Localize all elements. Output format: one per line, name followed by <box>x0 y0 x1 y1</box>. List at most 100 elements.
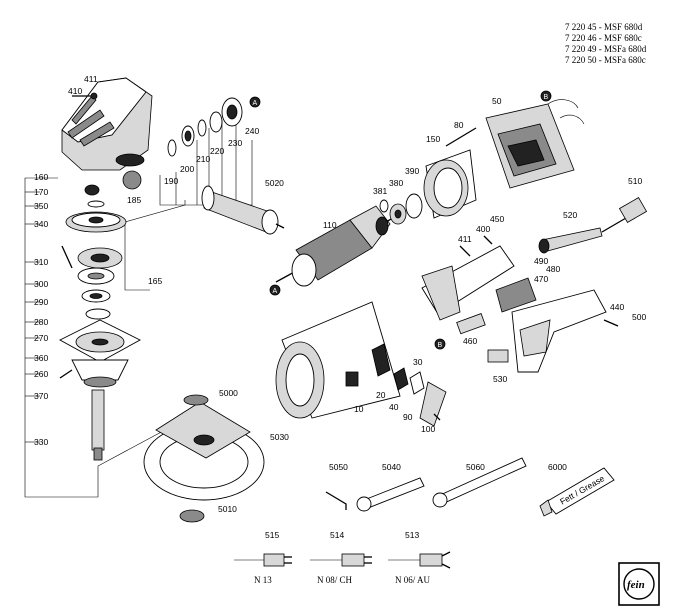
flange-5000 <box>183 394 209 406</box>
plug-n06-au <box>388 551 451 569</box>
marker-b-text-2: B <box>438 342 443 349</box>
label-160: 160 <box>34 172 48 182</box>
suppressor-530 <box>487 349 509 363</box>
handle-carrier-450 <box>421 235 537 321</box>
label-210: 210 <box>196 154 210 164</box>
marker-b-bottom: B <box>434 338 446 350</box>
marker-a-bottom: A <box>269 284 281 296</box>
label-440: 440 <box>610 302 624 312</box>
label-50: 50 <box>492 96 502 106</box>
spanner-5060 <box>432 457 527 508</box>
label-360: 360 <box>34 353 48 363</box>
fein-logo: fein <box>618 562 660 606</box>
bearing-set-380-390 <box>379 193 423 225</box>
label-40: 40 <box>389 402 399 412</box>
label-513: 513 <box>405 530 419 540</box>
model-line-4: 7 220 50 - MSFa 680c <box>565 55 646 65</box>
label-80: 80 <box>454 120 464 130</box>
label-530: 530 <box>493 374 507 384</box>
label-340: 340 <box>34 219 48 229</box>
marker-a-text-2: A <box>273 288 278 295</box>
label-380: 380 <box>389 178 403 188</box>
label-470: 470 <box>534 274 548 284</box>
label-5030: 5030 <box>270 432 289 442</box>
spanner-5040 <box>356 477 425 512</box>
wheel-guard-5030 <box>143 401 265 501</box>
capacitor-460 <box>456 313 486 335</box>
grease-tube-6000: Fett / Grease <box>539 467 615 517</box>
label-350: 350 <box>34 201 48 211</box>
air-guide-150 <box>423 149 477 219</box>
label-5000: 5000 <box>219 388 238 398</box>
label-230: 230 <box>228 138 242 148</box>
gearbox-bracket <box>24 116 253 498</box>
label-390: 390 <box>405 166 419 176</box>
plug-n13 <box>234 553 292 567</box>
label-5060: 5060 <box>466 462 485 472</box>
grease-label: Fett / Grease <box>558 473 606 507</box>
label-514: 514 <box>330 530 344 540</box>
label-220: 220 <box>210 146 224 156</box>
spindle-bearing-stack <box>61 245 123 320</box>
screw-410 <box>72 92 98 100</box>
label-290: 290 <box>34 297 48 307</box>
rod-80 <box>445 127 477 147</box>
label-330: 330 <box>34 437 48 447</box>
label-190: 190 <box>164 176 178 186</box>
label-400: 400 <box>476 224 490 234</box>
label-240: 240 <box>245 126 259 136</box>
handle-shell-440 <box>511 289 619 373</box>
gear-head-housing <box>61 77 153 171</box>
caption-n13: N 13 <box>254 575 272 585</box>
label-20: 20 <box>376 390 386 400</box>
label-280: 280 <box>34 317 48 327</box>
label-10: 10 <box>354 404 364 414</box>
label-5050: 5050 <box>329 462 348 472</box>
pinion-bearing-170 <box>84 170 142 208</box>
label-165: 165 <box>148 276 162 286</box>
label-6000: 6000 <box>548 462 567 472</box>
label-450: 450 <box>490 214 504 224</box>
label-5010: 5010 <box>218 504 237 514</box>
model-line-1: 7 220 45 - MSF 680d <box>565 22 643 32</box>
switch-parts <box>393 367 447 427</box>
marker-a-top: A <box>249 96 261 108</box>
label-100: 100 <box>421 424 435 434</box>
label-460: 460 <box>463 336 477 346</box>
label-411: 411 <box>84 74 98 84</box>
plug-n08-ch <box>310 553 372 567</box>
bevel-gear-340 <box>65 211 127 233</box>
label-500: 500 <box>632 312 646 322</box>
armature-110 <box>275 205 405 287</box>
label-411b: 411 <box>458 234 472 244</box>
washer-set-190-240 <box>167 97 243 157</box>
label-185: 185 <box>127 195 141 205</box>
spindle-330 <box>91 389 105 461</box>
nut-5010 <box>179 509 205 523</box>
marker-a-text: A <box>253 100 258 107</box>
side-handle-5020 <box>201 185 285 235</box>
caption-n06: N 06/ AU <box>395 575 431 585</box>
model-list: 7 220 45 - MSF 680d 7 220 46 - MSF 680c … <box>565 22 647 65</box>
plug-captions: N 13 N 08/ CH N 06/ AU <box>254 575 431 585</box>
marker-b-text: B <box>544 94 549 101</box>
label-110: 110 <box>323 220 337 230</box>
model-line-2: 7 220 46 - MSF 680c <box>565 33 642 43</box>
label-170: 170 <box>34 187 48 197</box>
part-labels: 411 410 160 170 350 340 310 300 290 280 … <box>34 74 646 540</box>
label-480: 480 <box>546 264 560 274</box>
label-30: 30 <box>413 357 423 367</box>
marker-b-top: B <box>540 90 552 102</box>
label-515: 515 <box>265 530 279 540</box>
motor-housing-10 <box>275 301 401 419</box>
field-coil-50 <box>485 99 585 189</box>
cable-520-510 <box>538 197 648 254</box>
hex-key-5050 <box>325 491 347 510</box>
label-260: 260 <box>34 369 48 379</box>
bearing-flange-270 <box>59 319 141 388</box>
label-510: 510 <box>628 176 642 186</box>
label-490: 490 <box>534 256 548 266</box>
fein-logo-text: fein <box>627 579 645 591</box>
label-150: 150 <box>426 134 440 144</box>
